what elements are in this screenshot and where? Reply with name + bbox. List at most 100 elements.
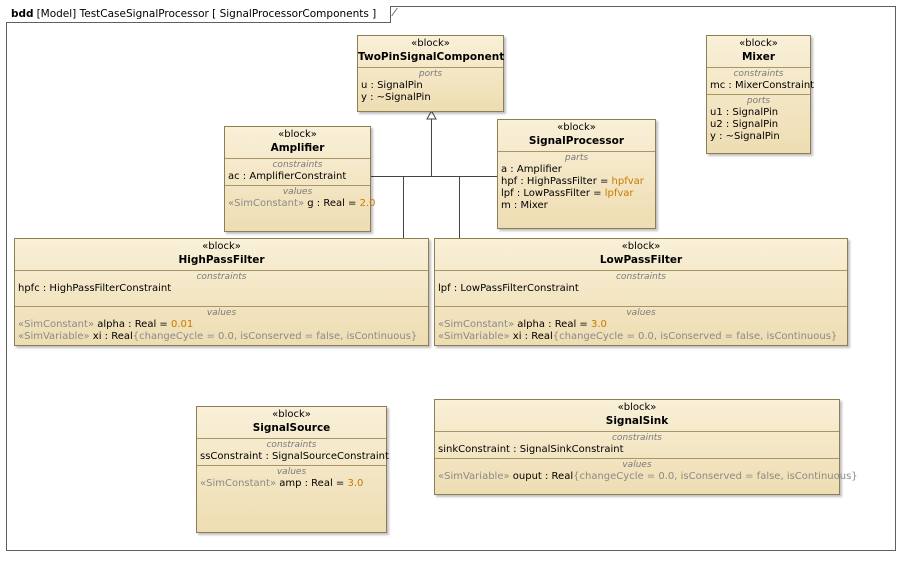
value-text: ouput : Real: [509, 471, 574, 482]
values-compartment: values «SimConstant» amp : Real = 3.0: [197, 465, 386, 492]
part-text: m : Mixer: [501, 200, 548, 211]
block-highpassfilter[interactable]: «block»HighPassFilter constraints hpfc :…: [14, 238, 429, 346]
constraints-compartment: constraints lpf : LowPassFilterConstrain…: [435, 270, 847, 306]
block-twopinsignalcomponent[interactable]: «block» TwoPinSignalComponent ports u : S…: [357, 35, 504, 112]
block-name: Mixer: [741, 51, 776, 63]
block-name: SignalProcessor: [528, 135, 625, 147]
ports-compartment: ports u : SignalPin y : ~SignalPin: [358, 67, 503, 106]
parts-compartment: parts a : Amplifier hpf : HighPassFilter…: [498, 151, 655, 214]
value-item: «SimVariable» xi : Real{changeCycle = 0.…: [438, 331, 844, 343]
stereotype: «block»: [621, 241, 661, 252]
constraints-compartment: constraints ssConstraint : SignalSourceC…: [197, 438, 389, 465]
compartment-title: values: [282, 187, 313, 197]
part-item: m : Mixer: [501, 200, 652, 212]
compartment-title: parts: [564, 153, 589, 163]
port-item: y : ~SignalPin: [361, 92, 431, 103]
compartment-title: constraints: [196, 272, 247, 282]
compartment-title: constraints: [733, 69, 784, 79]
value-properties: {changeCycle = 0.0, isConserved = false,…: [552, 331, 838, 342]
compartment-title: constraints: [615, 272, 666, 282]
value-stereotype: «SimConstant»: [200, 478, 277, 489]
part-item: a : Amplifier: [501, 164, 652, 176]
values-compartment: values «SimVariable» ouput : Real{change…: [435, 458, 858, 485]
part-text: a : Amplifier: [501, 164, 562, 175]
port-item: y : ~SignalPin: [710, 131, 780, 142]
generalization-arrowhead: [426, 109, 437, 120]
compartment-title: values: [626, 308, 656, 318]
block-name: SignalSource: [252, 422, 331, 434]
compartment-title: ports: [746, 96, 771, 106]
block-name: LowPassFilter: [599, 254, 683, 266]
compartment-title: constraints: [272, 160, 323, 170]
value-text: xi : Real: [509, 331, 553, 342]
compartment-title: values: [276, 467, 307, 477]
constraint-item: ssConstraint : SignalSourceConstraint: [200, 451, 389, 462]
stereotype: «block»: [411, 38, 450, 49]
part-item: lpf : LowPassFilter = lpfvar: [501, 188, 652, 200]
frame-header: bdd[Model] TestCaseSignalProcessor [ Sig…: [6, 6, 392, 23]
stereotype: «block»: [557, 122, 596, 133]
value-item: «SimVariable» xi : Real{changeCycle = 0.…: [18, 331, 425, 343]
compartment-title: ports: [418, 69, 443, 79]
value-default: 2.0: [359, 198, 376, 209]
value-item: «SimConstant» amp : Real = 3.0: [200, 478, 383, 490]
value-properties: {changeCycle = 0.0, isConserved = false,…: [573, 471, 858, 482]
value-item: «SimVariable» ouput : Real{changeCycle =…: [438, 471, 858, 483]
stereotype: «block»: [739, 38, 778, 49]
port-item: u2 : SignalPin: [710, 119, 779, 130]
block-name: Amplifier: [270, 142, 325, 154]
value-text: amp : Real =: [276, 478, 348, 489]
value-item: «SimConstant» g : Real = 2.0: [228, 198, 376, 210]
value-text: xi : Real: [89, 331, 133, 342]
port-item: u1 : SignalPin: [710, 107, 779, 118]
value-properties: {changeCycle = 0.0, isConserved = false,…: [132, 331, 418, 342]
block-signalsink[interactable]: «block» SignalSink constraints sinkConstr…: [434, 399, 858, 495]
constraint-item: mc : MixerConstraint: [710, 80, 815, 91]
values-compartment: values «SimConstant» alpha : Real = 0.01…: [15, 306, 428, 345]
part-text: hpf : HighPassFilter =: [501, 176, 612, 187]
value-stereotype: «SimVariable»: [438, 471, 510, 482]
block-mixer[interactable]: «block» Mixer constraints mc : MixerConst…: [706, 35, 815, 154]
port-item: u : SignalPin: [361, 80, 423, 91]
value-item: «SimConstant» alpha : Real = 3.0: [438, 319, 844, 331]
value-default: 0.01: [170, 319, 194, 330]
part-default: hpfvar: [611, 176, 644, 187]
value-stereotype: «SimConstant»: [438, 319, 515, 330]
values-compartment: values «SimConstant» g : Real = 2.0: [225, 185, 376, 212]
stereotype: «block»: [272, 409, 311, 420]
frame-label: [Model] TestCaseSignalProcessor [ Signal…: [36, 8, 377, 20]
value-default: 3.0: [347, 478, 364, 489]
value-item: «SimConstant» alpha : Real = 0.01: [18, 319, 425, 331]
block-name: TwoPinSignalComponent: [358, 51, 505, 63]
part-default: lpfvar: [604, 188, 634, 199]
frame-keyword: bdd: [11, 8, 34, 20]
constraints-compartment: constraints mc : MixerConstraint: [707, 67, 815, 94]
block-signalprocessor[interactable]: «block» SignalProcessor parts a : Amplifi…: [497, 119, 656, 229]
value-stereotype: «SimVariable»: [438, 331, 510, 342]
constraint-item: sinkConstraint : SignalSinkConstraint: [438, 444, 624, 455]
block-amplifier[interactable]: «block»Amplifier constraints ac : Amplif…: [224, 126, 376, 232]
value-stereotype: «SimConstant»: [228, 198, 305, 209]
constraints-compartment: constraints sinkConstraint : SignalSinkC…: [435, 431, 839, 458]
constraints-compartment: constraints ac : AmplifierConstraint: [225, 158, 370, 185]
value-default: 3.0: [590, 319, 607, 330]
part-text: lpf : LowPassFilter =: [501, 188, 605, 199]
values-compartment: values «SimConstant» alpha : Real = 3.0 …: [435, 306, 847, 345]
stereotype: «block»: [617, 402, 657, 413]
block-name: HighPassFilter: [178, 254, 265, 266]
value-text: g : Real =: [304, 198, 360, 209]
compartment-title: constraints: [611, 433, 662, 443]
value-text: alpha : Real =: [514, 319, 591, 330]
constraint-item: hpfc : HighPassFilterConstraint: [18, 283, 172, 294]
block-signalsource[interactable]: «block» SignalSource constraints ssConstr…: [196, 406, 389, 533]
constraint-item: ac : AmplifierConstraint: [228, 171, 347, 182]
constraint-item: lpf : LowPassFilterConstraint: [438, 283, 579, 294]
ports-compartment: ports u1 : SignalPin u2 : SignalPin y : …: [707, 94, 810, 145]
compartment-title: values: [206, 308, 237, 318]
part-item: hpf : HighPassFilter = hpfvar: [501, 176, 652, 188]
block-name: SignalSink: [605, 415, 669, 427]
value-stereotype: «SimConstant»: [18, 319, 95, 330]
block-lowpassfilter[interactable]: «block» LowPassFilter constraints lpf : L…: [434, 238, 848, 346]
diagram-frame: [6, 6, 896, 551]
